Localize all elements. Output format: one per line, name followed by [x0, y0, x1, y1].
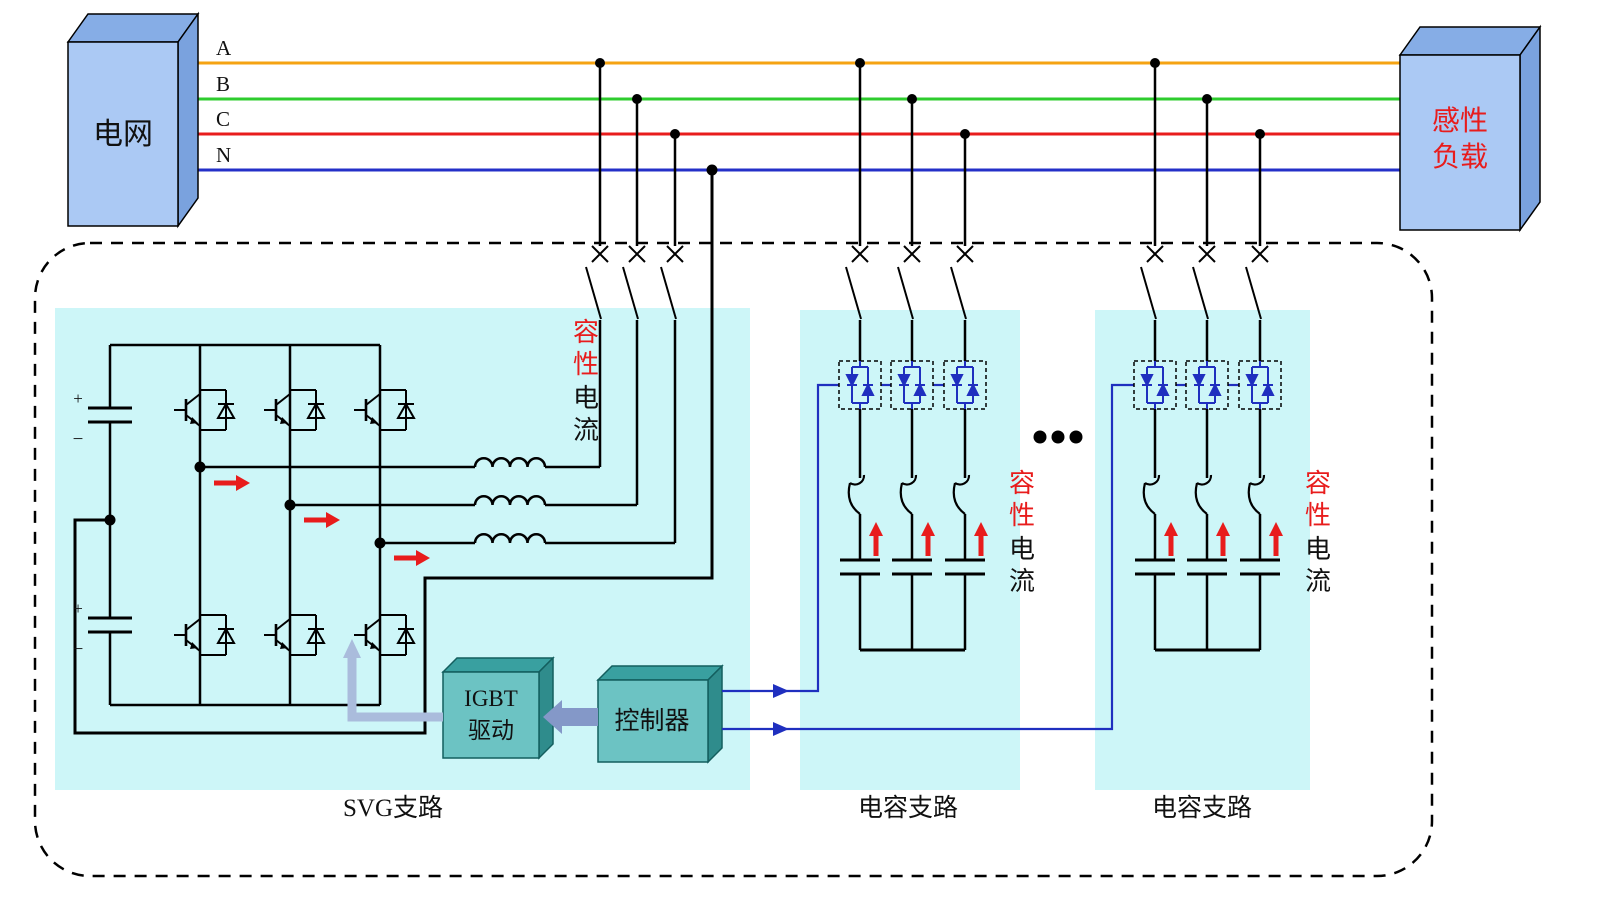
cap-current-char: 电 — [1009, 535, 1035, 564]
cap-current-char: 容 — [1305, 469, 1331, 498]
control-lines — [722, 383, 1239, 736]
bus-a-label: A — [216, 36, 232, 60]
ellipsis-dots — [1033, 430, 1083, 444]
igbt-driver-label-line1: IGBT — [464, 686, 518, 711]
bus-n-label: N — [216, 143, 231, 167]
neutral-wire — [73, 170, 714, 735]
load-node: 感性 负载 — [1398, 24, 1542, 233]
capacitive-current-label-2: 容 性 电 流 — [1009, 469, 1035, 596]
grid-node: 电网 — [66, 11, 200, 229]
controller-label: 控制器 — [614, 707, 689, 735]
svg-branch-caption: SVG支路 — [343, 794, 443, 822]
cap-current-char: 容 — [1009, 469, 1035, 498]
dc-cap-top-minus: − — [73, 429, 84, 450]
dc-cap-top-plus: + — [73, 389, 83, 408]
capacitor-branch-2: 容 性 电 流 — [1134, 63, 1331, 652]
inverter-bridge: + − + − — [73, 343, 547, 707]
cap-branch-1-caption: 电容支路 — [858, 794, 958, 822]
igbt-driver-box: IGBT 驱动 — [441, 656, 555, 760]
cap-current-char: 性 — [1009, 501, 1035, 530]
grid-label: 电网 — [93, 118, 153, 151]
control-line-1 — [722, 383, 839, 693]
control-arrowhead-2 — [773, 722, 789, 736]
cap-current-char: 流 — [1009, 567, 1035, 596]
capacitor-branch-1: 容 性 电 流 — [839, 63, 1035, 652]
dc-cap-bot-plus: + — [73, 599, 83, 618]
dc-cap-bot-minus: − — [73, 639, 84, 660]
capacitive-current-label-1: 容 性 电 流 — [573, 318, 599, 445]
cap-current-char: 电 — [573, 384, 599, 413]
cap-current-char: 流 — [573, 416, 599, 445]
control-arrowhead-1 — [773, 684, 789, 698]
control-line-2 — [722, 383, 1134, 731]
controller-box: 控制器 — [596, 664, 724, 764]
controller-to-driver-arrow — [543, 700, 598, 734]
cap-current-char: 流 — [1305, 567, 1331, 596]
igbt-driver-label-line2: 驱动 — [468, 718, 514, 743]
load-label-line2: 负载 — [1432, 141, 1488, 173]
load-label-line1: 感性 — [1432, 105, 1488, 137]
cap-current-char: 性 — [1305, 501, 1331, 530]
junction-dots — [104, 58, 1265, 549]
svg-branch-taps — [73, 63, 714, 735]
power-buses: A B C N — [198, 36, 1400, 172]
compensation-boundary — [33, 241, 1434, 878]
bus-b-label: B — [216, 72, 230, 96]
cap-current-char: 性 — [573, 350, 599, 379]
cap-branch-panel-1 — [800, 310, 1020, 790]
driver-to-bridge-arrow — [343, 639, 443, 722]
cap-branch-2-caption: 电容支路 — [1152, 794, 1252, 822]
cap-current-char: 电 — [1305, 535, 1331, 564]
bus-c-label: C — [216, 107, 230, 131]
cap-current-char: 容 — [573, 318, 599, 347]
capacitive-current-label-3: 容 性 电 流 — [1305, 469, 1331, 596]
